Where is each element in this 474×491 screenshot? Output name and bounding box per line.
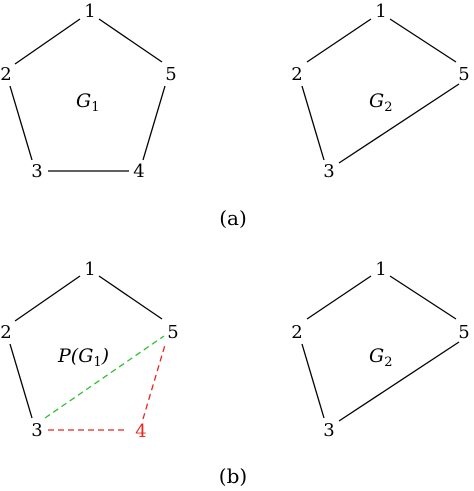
edge-1-5 (389, 18, 457, 63)
caption-a: (a) (219, 206, 247, 230)
edge-1-2 (14, 18, 81, 65)
edge-2-3 (9, 343, 33, 419)
panel-a-graph-g2: 1 2 3 5 G2 (291, 1, 469, 182)
edge-3-5 (338, 341, 460, 422)
edge-1-5 (98, 275, 163, 320)
vertex-label-3: 3 (31, 420, 42, 441)
caption-b: (b) (219, 464, 247, 488)
vertex-label-2: 2 (291, 64, 302, 85)
graph-label-g2: G2 (369, 90, 392, 115)
panel-b-graph-g2: 1 2 3 5 G2 (291, 259, 469, 441)
edge-1-2 (306, 18, 372, 63)
edge-4-5 (142, 85, 166, 161)
vertex-label-4: 4 (133, 161, 144, 182)
vertex-label-5: 5 (458, 64, 469, 85)
vertex-label-3: 3 (323, 420, 334, 441)
vertex-label-1: 1 (84, 259, 95, 280)
graph-label-pg1: P(G1) (57, 345, 109, 370)
vertex-label-1: 1 (84, 1, 95, 22)
edge-2-3 (301, 343, 325, 419)
graph-label-g2: G2 (369, 345, 392, 370)
panel-a-graph-g1: 1 2 3 4 5 G1 (0, 1, 176, 182)
vertex-label-1: 1 (375, 1, 386, 22)
vertex-label-1: 1 (375, 259, 386, 280)
edge-2-3 (9, 85, 33, 161)
edge-1-2 (14, 275, 81, 322)
removed-edge-4-5 (142, 344, 166, 420)
graph-label-g1: G1 (76, 90, 99, 115)
new-edge-3-5 (44, 335, 165, 419)
vertex-label-2: 2 (291, 322, 302, 343)
vertex-label-2: 2 (0, 322, 11, 343)
edge-1-5 (98, 18, 163, 63)
edge-3-5 (338, 83, 460, 164)
vertex-label-5: 5 (165, 64, 176, 85)
vertex-label-3: 3 (323, 161, 334, 182)
edge-2-3 (301, 85, 325, 161)
vertex-label-2: 2 (0, 64, 11, 85)
edge-1-5 (389, 275, 457, 320)
vertex-label-3: 3 (31, 161, 42, 182)
panel-b-graph-pg1: 1 2 3 4 5 P(G1) (0, 259, 178, 442)
vertex-label-4-removed: 4 (135, 421, 146, 442)
vertex-label-5: 5 (458, 322, 469, 343)
edge-1-2 (306, 275, 372, 320)
vertex-label-5: 5 (167, 322, 178, 343)
